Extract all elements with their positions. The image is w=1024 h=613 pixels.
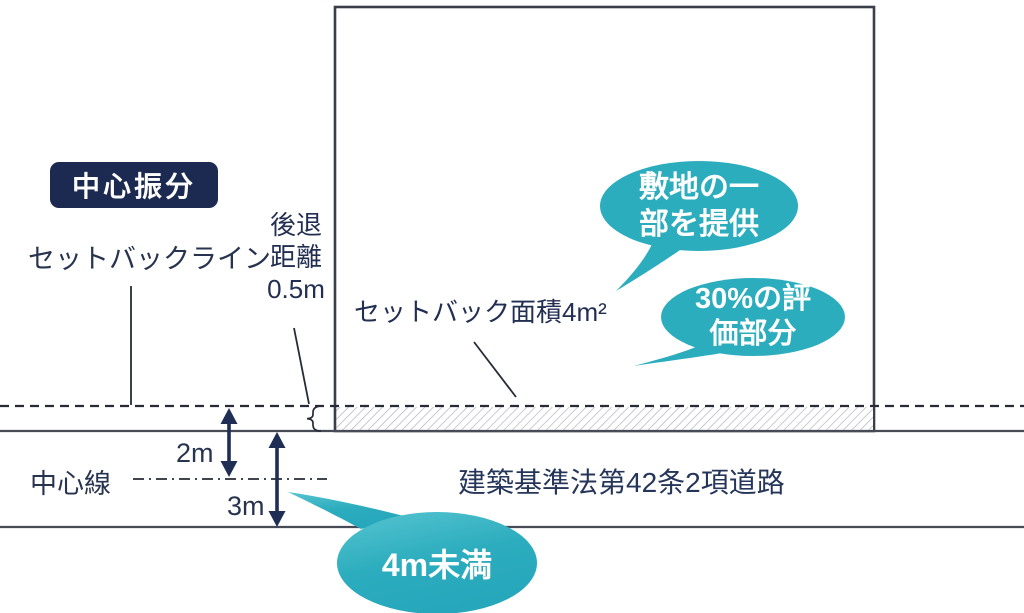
bubble-text-road-width: 4m未満 (337, 540, 537, 586)
setback-line-label: セットバックライン (28, 244, 271, 274)
dimension-2m-label: 2m (176, 438, 214, 468)
center-line-label: 中心線 (30, 469, 111, 499)
bubble-line: 敷地の一 (639, 171, 759, 204)
setback-distance-leader (293, 327, 310, 405)
dimension-3m-label: 3m (227, 491, 265, 521)
dimension-arrow-2m (220, 408, 238, 477)
setback-distance-word-1: 後退 (269, 210, 322, 240)
bubble-line: 4m未満 (381, 547, 493, 583)
speech-bubble-road-width (288, 492, 537, 613)
road-name-label: 建築基準法第42条2項道路 (458, 467, 785, 498)
setback-distance-word-2: 距離 (269, 242, 322, 272)
bubble-text-evaluation-portion: 30%の評 価部分 (653, 282, 853, 352)
speech-bubble-site-contribution (600, 161, 798, 291)
bubble-line: 部を提供 (639, 208, 759, 241)
dimension-arrow-3m (268, 432, 286, 527)
setback-depth-brace (306, 405, 322, 432)
setback-area-hatch (336, 407, 873, 430)
bubble-line: 価部分 (709, 318, 797, 350)
center-split-badge: 中心振分 (50, 162, 218, 208)
speech-bubble-evaluation-portion (634, 278, 845, 366)
setback-distance-value: 0.5m (267, 274, 325, 304)
setback-distance-label: 後退 距離 0.5m (250, 209, 342, 305)
setback-area-leader (473, 341, 517, 398)
bubble-text-site-contribution: 敷地の一 部を提供 (599, 166, 799, 246)
setback-area-label: セットバック面積4m² (354, 297, 607, 327)
bubble-line: 30%の評 (694, 283, 812, 315)
